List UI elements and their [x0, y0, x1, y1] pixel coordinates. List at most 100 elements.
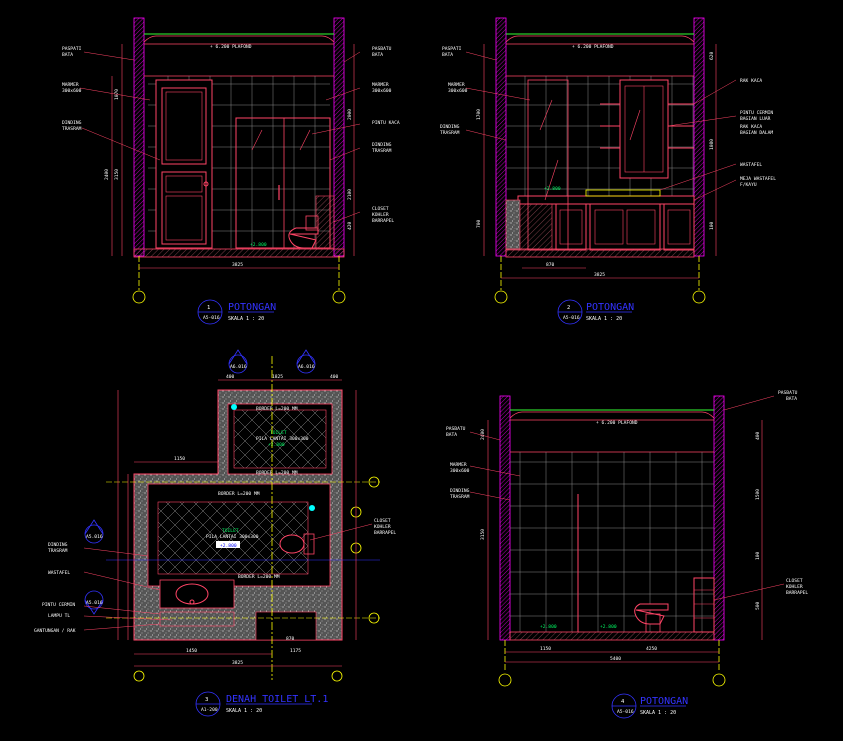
svg-text:400: 400 [330, 374, 339, 380]
svg-text:PASPATI: PASPATI [442, 46, 462, 52]
svg-text:BAGIAN DALAM: BAGIAN DALAM [740, 130, 773, 136]
svg-text:A1-200: A1-200 [201, 707, 218, 713]
svg-text:+2.800: +2.800 [544, 186, 561, 192]
svg-text:1700: 1700 [476, 109, 482, 120]
svg-text:A5-016: A5-016 [203, 315, 220, 321]
shower-glass [235, 117, 331, 249]
svg-text:PASBATU: PASBATU [778, 390, 798, 396]
svg-text:+2.800: +2.800 [220, 543, 237, 549]
svg-text:PINTU CERMIN: PINTU CERMIN [42, 602, 75, 608]
svg-text:MARMER: MARMER [372, 82, 389, 88]
svg-text:1175: 1175 [290, 648, 301, 654]
view-4-title: POTONGAN [640, 696, 688, 707]
svg-text:300x600: 300x600 [372, 88, 392, 94]
svg-text:3150: 3150 [114, 169, 120, 180]
section-view-1: + 6.200 PLAFOND 3825 1070 [62, 17, 400, 325]
svg-text:BAGIAN LUAR: BAGIAN LUAR [740, 116, 771, 122]
svg-text:TRASRAM: TRASRAM [48, 548, 68, 554]
svg-text:KOHLER: KOHLER [374, 524, 391, 530]
svg-text:A6.016: A6.016 [298, 364, 315, 370]
svg-text:1: 1 [207, 305, 210, 311]
svg-text:500: 500 [755, 601, 761, 610]
svg-text:MARMER: MARMER [62, 82, 79, 88]
svg-text:1150: 1150 [540, 646, 551, 652]
svg-text:TOILET: TOILET [222, 528, 239, 534]
svg-text:A6.016: A6.016 [230, 364, 247, 370]
section-marker-left-upper: A5.016 [84, 519, 104, 544]
vanity-counter [517, 195, 695, 205]
svg-text:MEJA WASTAFEL: MEJA WASTAFEL [740, 176, 776, 182]
floor-slab [133, 248, 345, 258]
svg-text:DINDING: DINDING [450, 488, 470, 494]
svg-text:TOILET: TOILET [270, 430, 287, 436]
svg-text:DINDING: DINDING [372, 142, 392, 148]
svg-text:700: 700 [476, 219, 482, 228]
svg-text:SKALA 1 : 20: SKALA 1 : 20 [640, 710, 676, 716]
svg-text:PASBATU: PASBATU [372, 46, 392, 52]
svg-text:SKALA 1 : 20: SKALA 1 : 20 [586, 316, 622, 322]
svg-text:KOHLER: KOHLER [786, 584, 803, 590]
svg-text:2400: 2400 [104, 169, 110, 180]
svg-text:TRASRAM: TRASRAM [62, 126, 82, 132]
svg-text:BARRAPEL: BARRAPEL [786, 590, 808, 596]
svg-text:4250: 4250 [646, 646, 657, 652]
svg-text:400: 400 [755, 431, 761, 440]
svg-text:BATA: BATA [372, 52, 383, 58]
svg-text:MARMER: MARMER [448, 82, 465, 88]
svg-text:3825: 3825 [232, 262, 243, 268]
svg-text:SKALA 1 : 20: SKALA 1 : 20 [228, 316, 264, 322]
svg-text:MARMER: MARMER [450, 462, 467, 468]
plan-title: DENAH TOILET LT.1 [226, 694, 328, 705]
section-marker-left-lower: A5.016 [84, 590, 104, 615]
wall-tiles-v4 [510, 452, 714, 632]
svg-text:+2.800: +2.800 [250, 242, 267, 248]
svg-text:TRASRAM: TRASRAM [450, 494, 470, 500]
svg-text:KOHLER: KOHLER [372, 212, 389, 218]
svg-text:DINDING: DINDING [440, 124, 460, 130]
svg-text:CLOSET: CLOSET [786, 578, 803, 584]
svg-text:4: 4 [621, 699, 625, 705]
svg-text:+2.800: +2.800 [268, 442, 285, 448]
view-1-title: POTONGAN [228, 302, 276, 313]
svg-text:RAK KACA: RAK KACA [740, 78, 762, 84]
section-marker-top-left: A6.016 [228, 349, 248, 374]
svg-text:3150: 3150 [480, 529, 486, 540]
svg-text:BATA: BATA [442, 52, 453, 58]
svg-text:300x600: 300x600 [448, 88, 468, 94]
svg-text:620: 620 [709, 51, 715, 60]
svg-text:2400: 2400 [480, 429, 486, 440]
svg-text:BORDER L=200 MM: BORDER L=200 MM [256, 470, 298, 476]
svg-text:SKALA 1 : 20: SKALA 1 : 20 [226, 708, 262, 714]
svg-text:GANTUNGAN / RAK: GANTUNGAN / RAK [34, 628, 76, 634]
svg-text:1500: 1500 [755, 489, 761, 500]
svg-text:BORDER L=200 MM: BORDER L=200 MM [218, 491, 260, 497]
ceiling-level: + 6.200 PLAFOND [210, 44, 252, 50]
svg-text:+2.800: +2.800 [540, 624, 557, 630]
svg-text:A5.016: A5.016 [86, 534, 103, 540]
svg-text:870: 870 [286, 636, 295, 642]
svg-text:+ 6.200 PLAFOND: + 6.200 PLAFOND [572, 44, 614, 50]
svg-text:1450: 1450 [186, 648, 197, 654]
svg-text:300x600: 300x600 [450, 468, 470, 474]
svg-text:+2.800: +2.800 [600, 624, 617, 630]
svg-text:BATA: BATA [786, 396, 797, 402]
left-wall [133, 17, 145, 257]
svg-text:BARRAPEL: BARRAPEL [372, 218, 394, 224]
svg-text:100: 100 [709, 221, 715, 230]
svg-text:3: 3 [205, 697, 208, 703]
svg-text:400: 400 [226, 374, 235, 380]
svg-text:PILA LANTAI 300x300: PILA LANTAI 300x300 [256, 436, 309, 442]
svg-text:1825: 1825 [272, 374, 283, 380]
section-view-2: + 6.200 PLAFOND [440, 17, 776, 325]
svg-text:420: 420 [347, 221, 353, 230]
svg-text:2000: 2000 [347, 109, 353, 120]
floor-plan-view: TOILET PILA LANTAI 300x300 +2.800 BORDER… [34, 349, 396, 717]
svg-text:PILA LANTAI 300x300: PILA LANTAI 300x300 [206, 534, 259, 540]
svg-text:BORDER L=200 MM: BORDER L=200 MM [238, 574, 280, 580]
svg-text:CLOSET: CLOSET [372, 206, 389, 212]
svg-text:2100: 2100 [347, 189, 353, 200]
svg-text:1080: 1080 [709, 139, 715, 150]
svg-text:TRASRAM: TRASRAM [440, 130, 460, 136]
svg-text:RAK KACA: RAK KACA [740, 124, 762, 130]
svg-text:BATA: BATA [62, 52, 73, 58]
